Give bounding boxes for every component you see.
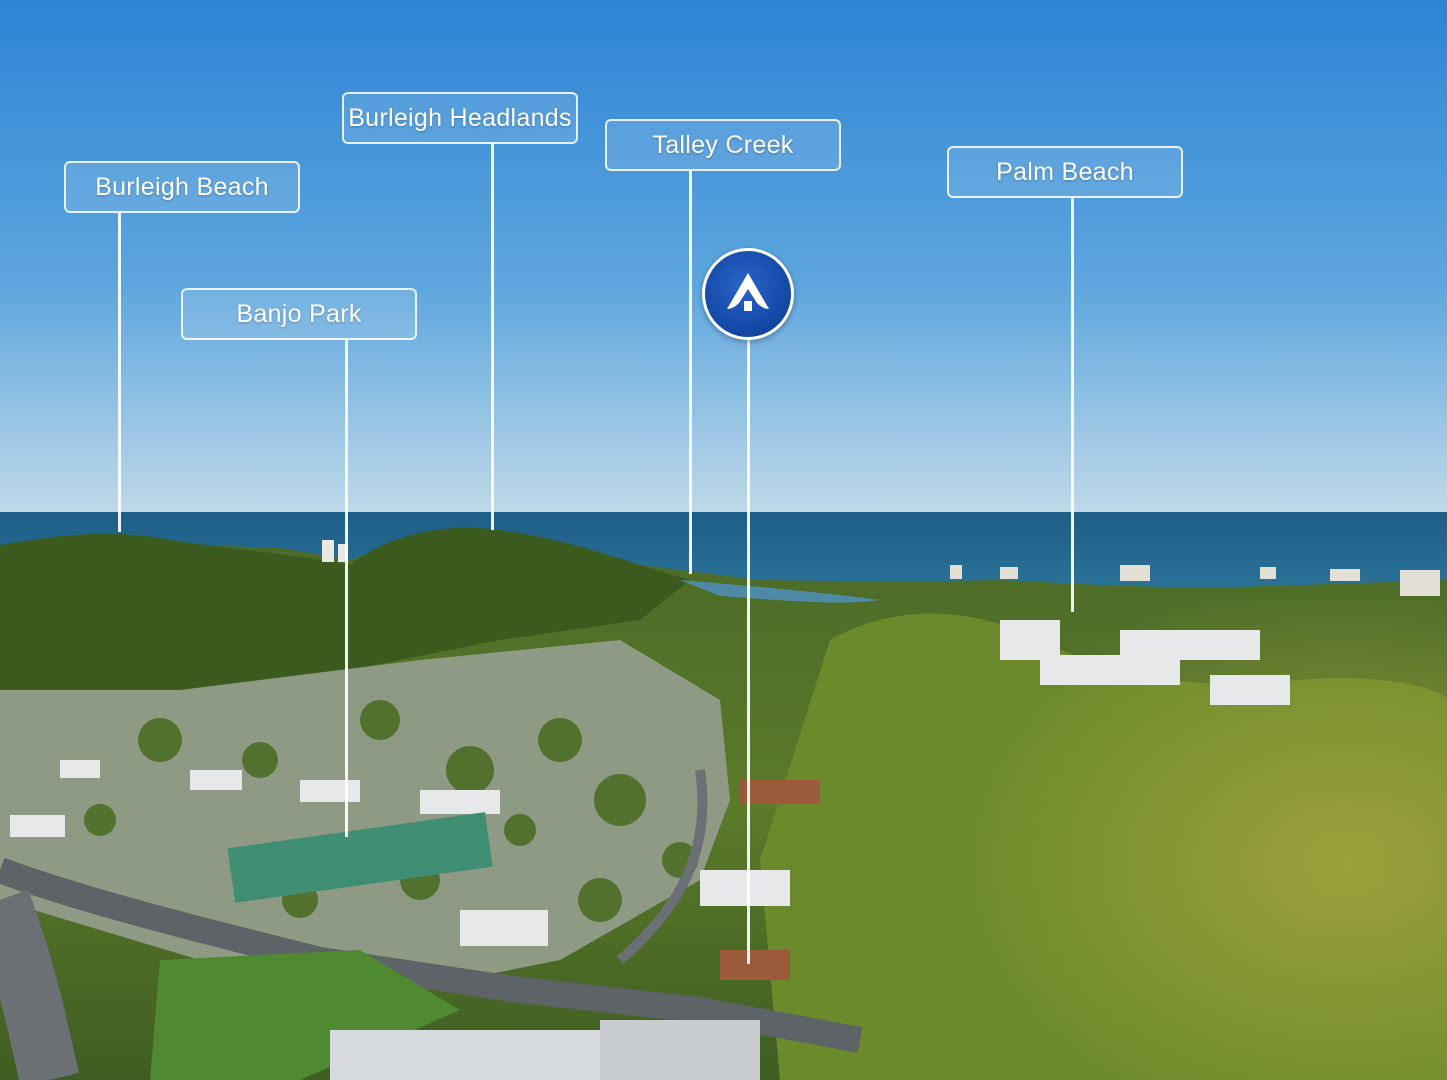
sports-field (150, 950, 460, 1080)
pin-line-burleigh-beach (118, 212, 121, 532)
tennis-courts (227, 812, 493, 903)
creek-water (680, 580, 880, 603)
pin-line-property (747, 338, 750, 964)
label-burleigh-headlands: Burleigh Headlands (342, 92, 578, 144)
pin-line-palm-beach (1071, 197, 1074, 612)
pin-line-burleigh-headlands (491, 143, 494, 530)
shopping-centre-roof (330, 1030, 610, 1080)
pin-line-talley-creek (689, 170, 692, 574)
label-banjo-park: Banjo Park (181, 288, 417, 340)
house-roof-icon (727, 273, 769, 311)
label-palm-beach: Palm Beach (947, 146, 1183, 198)
pin-line-banjo-park (345, 339, 348, 837)
label-burleigh-beach: Burleigh Beach (64, 161, 300, 213)
property-marker (702, 248, 794, 340)
label-talley-creek: Talley Creek (605, 119, 841, 171)
